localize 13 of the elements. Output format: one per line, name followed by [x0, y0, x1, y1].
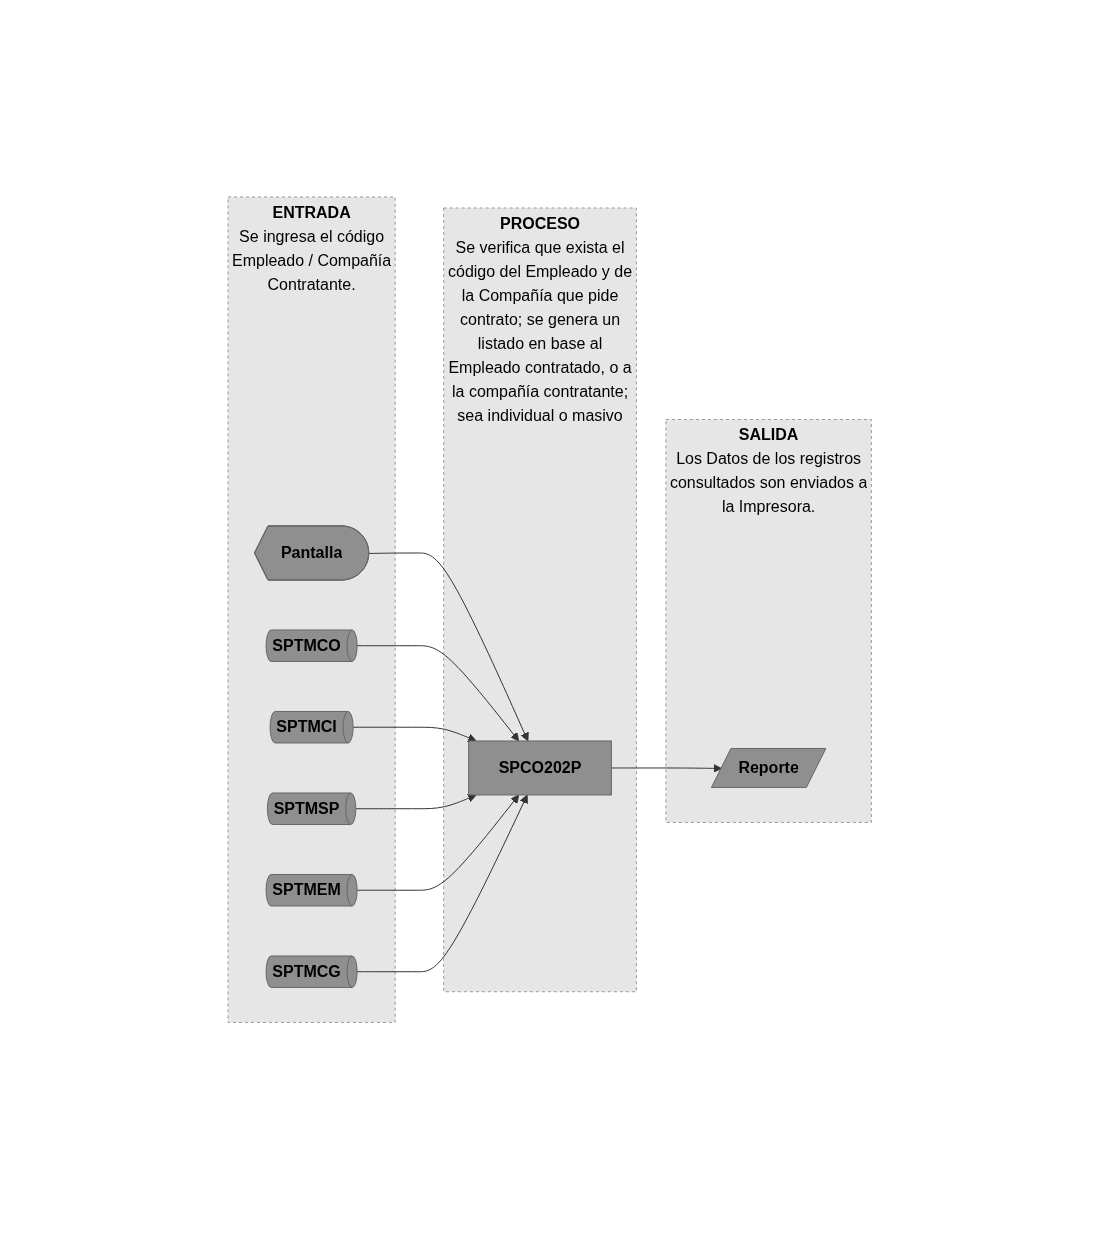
node-text: SPTMCI — [276, 718, 338, 736]
node-text: SPTMSP — [273, 799, 340, 817]
node-text: SPTMEM — [272, 881, 342, 899]
arrow — [356, 794, 529, 973]
node-box: SPCO202P — [468, 740, 613, 796]
arrow — [356, 794, 520, 891]
arrow — [356, 645, 520, 742]
node-text: SPTMCO — [272, 637, 342, 654]
node-text: SPTMCG — [272, 962, 342, 980]
arrow — [352, 727, 477, 743]
arrow — [355, 794, 477, 810]
arrow — [611, 764, 723, 774]
arrow — [369, 552, 530, 742]
